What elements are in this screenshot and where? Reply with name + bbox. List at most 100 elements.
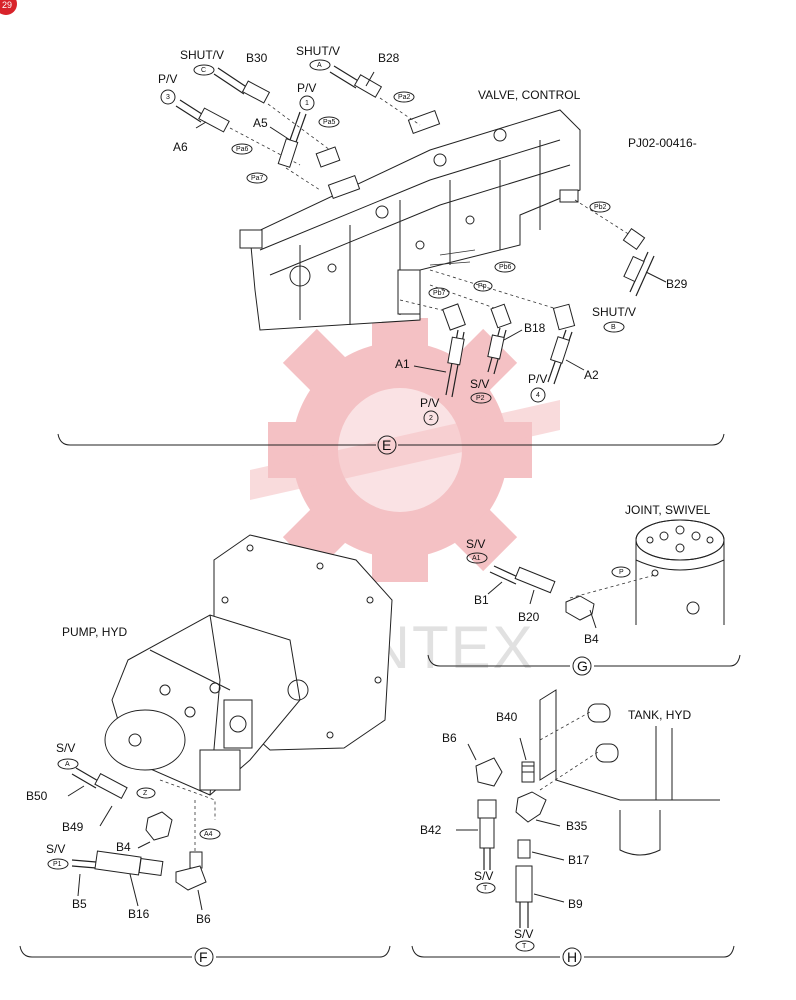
hose-b29 xyxy=(574,199,667,297)
tag-c: C xyxy=(201,67,206,74)
label-a2: A2 xyxy=(584,368,599,382)
label-pv3: P/V xyxy=(158,72,177,86)
title-tank-hyd: TANK, HYD xyxy=(628,708,691,722)
tag-z: Z xyxy=(143,790,148,797)
label-pv4: P/V xyxy=(528,372,547,386)
tag-pb7: Pb7 xyxy=(433,290,446,297)
section-e-valve-control: VALVE, CONTROL xyxy=(57,44,725,455)
tag-pb6: Pb6 xyxy=(499,264,512,271)
fitting-b42 xyxy=(456,799,497,870)
hose-b1 xyxy=(487,565,656,605)
label-b35: B35 xyxy=(566,819,588,833)
fitting-b40 xyxy=(519,737,535,783)
hose-a1 xyxy=(413,303,466,398)
tag-t1: T xyxy=(483,885,488,892)
label-b16: B16 xyxy=(128,907,150,921)
elbow-b6-h xyxy=(467,743,503,787)
section-bracket-g xyxy=(427,654,741,667)
tag-pa6: Pa6 xyxy=(236,146,249,153)
tag-a1: A1 xyxy=(472,555,481,562)
label-b29: B29 xyxy=(666,277,688,291)
label-shutv-b: SHUT/V xyxy=(592,305,636,319)
elbow-b6-f xyxy=(175,851,207,911)
label-shutv-c: SHUT/V xyxy=(180,48,224,62)
label-b6-f: B6 xyxy=(196,912,211,926)
label-b6-h: B6 xyxy=(442,731,457,745)
label-b17: B17 xyxy=(568,853,590,867)
label-a1: A1 xyxy=(395,357,410,371)
elbow-b35 xyxy=(515,791,561,827)
page-badge: 29 xyxy=(0,0,17,15)
label-b42: B42 xyxy=(420,823,442,837)
title-valve-control: VALVE, CONTROL xyxy=(478,88,581,102)
section-bracket-f xyxy=(19,945,391,958)
section-bracket-h xyxy=(411,945,735,958)
hose-b49 xyxy=(67,767,128,827)
tag-pa2: Pa2 xyxy=(398,94,411,101)
label-sv-a1: S/V xyxy=(466,537,485,551)
hose-b30 xyxy=(213,67,331,151)
hose-a6 xyxy=(175,99,301,166)
tank-body xyxy=(539,689,720,856)
label-b4-g: B4 xyxy=(584,632,599,646)
hose-b28 xyxy=(329,65,421,126)
label-b28: B28 xyxy=(378,51,400,65)
label-b4-f: B4 xyxy=(116,840,131,854)
tag-pb2: Pb2 xyxy=(594,204,607,211)
label-pv2: P/V xyxy=(420,396,439,410)
label-b49: B49 xyxy=(62,820,84,834)
section-letter-f: F xyxy=(199,949,208,965)
elbow-b4-g xyxy=(565,595,597,629)
hose-a2 xyxy=(547,303,585,385)
tag-a-f: A xyxy=(65,761,70,768)
tag-a4: A4 xyxy=(204,831,213,838)
tag-p: P xyxy=(619,569,624,576)
label-b50: B50 xyxy=(26,789,48,803)
page-badge-text: 29 xyxy=(2,0,12,10)
hose-b16 xyxy=(71,850,164,907)
fitting-b9 xyxy=(515,865,565,928)
tag-p2: P2 xyxy=(476,395,485,402)
label-b40: B40 xyxy=(496,710,518,724)
title-joint-swivel: JOINT, SWIVEL xyxy=(625,503,711,517)
section-f-pump-hyd: PUMP, HYD xyxy=(19,534,393,967)
num-1: 1 xyxy=(305,100,309,107)
num-3: 3 xyxy=(166,94,170,101)
tag-pa5: Pa5 xyxy=(323,119,336,126)
tag-p1: P1 xyxy=(53,861,62,868)
section-letter-g: G xyxy=(577,658,588,674)
num-2: 2 xyxy=(429,415,433,422)
tag-t2: T xyxy=(522,943,527,950)
label-sv-t2: S/V xyxy=(514,927,533,941)
control-valve-body xyxy=(239,109,581,331)
tag-b: B xyxy=(611,324,616,331)
label-sv-a-f: S/V xyxy=(56,741,75,755)
label-a6: A6 xyxy=(173,140,188,154)
label-b5: B5 xyxy=(72,897,87,911)
label-b30: B30 xyxy=(246,51,268,65)
section-h-tank-hyd: TANK, HYD B6 B40 B42 S xyxy=(411,689,735,967)
elbow-b4-f xyxy=(137,811,173,849)
fitting-b17 xyxy=(517,839,565,861)
tag-pa7: Pa7 xyxy=(251,175,264,182)
section-g-joint-swivel: JOINT, SWIVEL S/V A1 xyxy=(427,503,741,676)
section-letter-e: E xyxy=(382,437,391,453)
section-letter-h: H xyxy=(567,949,577,965)
label-sv-t1: S/V xyxy=(474,869,493,883)
hose-b18 xyxy=(487,303,523,375)
title-pump-hyd: PUMP, HYD xyxy=(62,625,127,639)
label-a5: A5 xyxy=(253,116,268,130)
label-sv-p2: S/V xyxy=(470,377,489,391)
hose-a5 xyxy=(269,111,321,191)
label-b18: B18 xyxy=(524,321,546,335)
swivel-joint-body xyxy=(635,519,725,625)
label-sv-p1: S/V xyxy=(46,842,65,856)
label-b1: B1 xyxy=(474,593,489,607)
num-4: 4 xyxy=(536,392,540,399)
drawing-number: PJ02-00416- xyxy=(628,136,697,150)
label-shutv-a: SHUT/V xyxy=(296,44,340,58)
label-b20: B20 xyxy=(518,610,540,624)
label-b9: B9 xyxy=(568,897,583,911)
section-bracket-e xyxy=(57,433,725,446)
